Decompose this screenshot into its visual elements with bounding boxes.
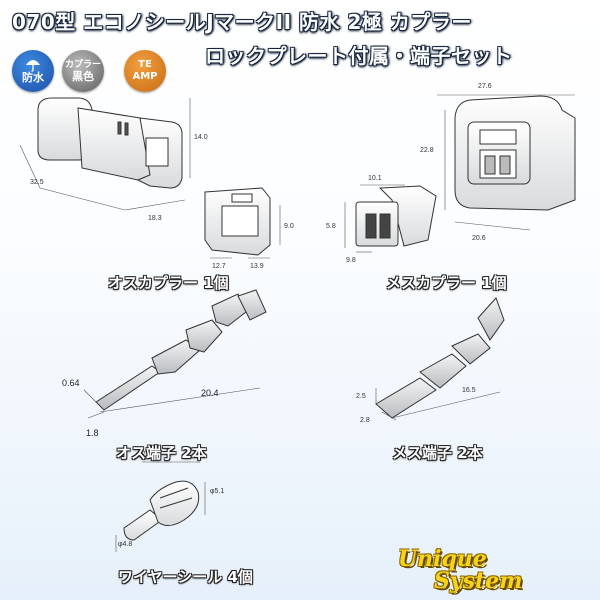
dim-flp-depth: 9.8 (346, 257, 356, 264)
caption-female-terminal: メス端子 2本 (392, 444, 483, 462)
header: 070型 エコノシールJマークII 防水 2極 カプラー ロックプレート付属・端… (0, 0, 600, 92)
product-title: 070型 エコノシールJマークII 防水 2極 カプラー (12, 10, 472, 34)
female-coupler-dimensions (437, 94, 575, 231)
dim-female-height: 22.8 (420, 147, 434, 154)
dim-mt-length: 20.4 (201, 388, 219, 398)
dim-male-depth: 18.3 (148, 215, 162, 222)
logo-line2: System (434, 568, 523, 594)
dim-plate-c: 9.0 (284, 223, 294, 230)
dim-flp-height: 5.8 (326, 223, 336, 230)
dim-mt-width: 1.8 (86, 428, 99, 438)
dim-female-width: 27.6 (478, 83, 492, 90)
wire-seal-dimensions (115, 461, 206, 552)
maker-badge: TE AMP (124, 50, 166, 92)
dim-male-height: 14.0 (194, 134, 208, 141)
male-terminal-dimensions (83, 387, 261, 419)
female-lock-plate-drawing (355, 185, 437, 247)
caption-male-coupler: オスカプラー 1個 (108, 274, 229, 292)
female-terminal-drawing (375, 297, 505, 419)
dim-ws-length: 7.8 (142, 451, 152, 458)
umbrella-icon (26, 60, 40, 72)
waterproof-badge: 防水 (12, 50, 54, 92)
dim-ft-length: 16.5 (462, 387, 476, 394)
dim-ft-height: 2.5 (356, 393, 366, 400)
logo-line1: Unique (398, 546, 487, 572)
caption-female-coupler: メスカプラー 1個 (386, 274, 507, 292)
dim-flp-width: 10.1 (368, 175, 382, 182)
female-coupler-drawing (454, 95, 576, 211)
female-lock-plate-dimensions (344, 184, 405, 253)
male-coupler-dimensions (19, 98, 191, 211)
female-terminal-dimensions (375, 388, 501, 421)
coupler-label: カプラー (64, 60, 101, 70)
coupler-color: 黒色 (72, 70, 94, 83)
dim-ft-width: 2.8 (360, 417, 370, 424)
dim-female-depth: 20.6 (472, 235, 486, 242)
caption-wire-seal: ワイヤーシール 4個 (118, 568, 253, 586)
dim-male-width: 32.5 (30, 179, 44, 186)
dim-ws-outer: φ5.1 (210, 488, 224, 495)
dim-plate-b: 13.9 (250, 263, 264, 270)
male-coupler-drawing (37, 97, 183, 189)
product-subtitle: ロックプレート付属・端子セット (205, 44, 513, 68)
brand-logo: Unique System (398, 548, 523, 592)
dim-mt-thickness: 0.64 (62, 378, 80, 388)
dim-plate-a: 12.7 (212, 263, 226, 270)
caption-male-terminal: オス端子 2本 (116, 444, 207, 462)
wire-seal-drawing (123, 480, 200, 541)
dim-ws-inner: φ4.8 (118, 541, 132, 548)
male-lock-plate-dimensions (210, 205, 281, 259)
maker-label: TE AMP (132, 59, 158, 82)
color-badge: カプラー 黒色 (62, 50, 104, 92)
waterproof-label: 防水 (22, 71, 44, 84)
male-terminal-drawing (95, 289, 267, 411)
male-lock-plate-drawing (204, 187, 271, 256)
